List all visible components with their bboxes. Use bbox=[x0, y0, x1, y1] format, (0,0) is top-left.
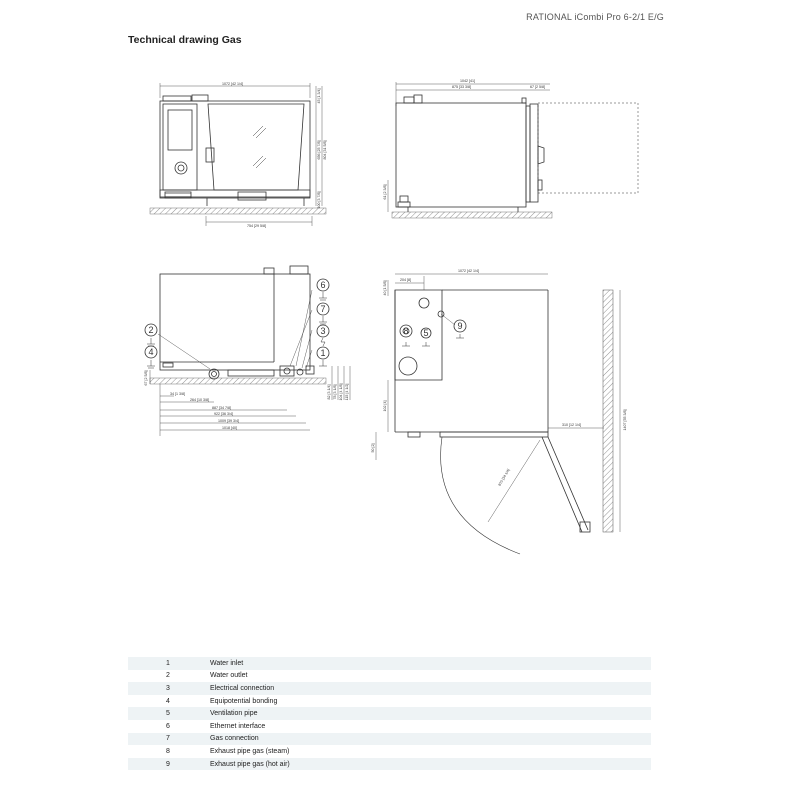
dim-rear-w3: 887 [34 7/8] bbox=[212, 406, 231, 410]
legend-label: Electrical connection bbox=[208, 682, 651, 695]
marker-9: 9 bbox=[457, 321, 462, 331]
dim-side-rear: 67 [2 5/8] bbox=[530, 85, 545, 89]
dim-rear-v3: 104 [4 1/8] bbox=[339, 384, 343, 401]
marker-7: 7 bbox=[320, 304, 325, 314]
marker-5: 5 bbox=[423, 328, 428, 338]
marker-2: 2 bbox=[148, 325, 153, 335]
dim-front-h2: 804 [31 5/8] bbox=[323, 141, 327, 160]
marker-4: 4 bbox=[148, 347, 153, 357]
legend-row: 2 Water outlet bbox=[128, 670, 651, 683]
legend-number: 5 bbox=[128, 707, 208, 720]
dim-rear-h1: 67 [2 5/8] bbox=[144, 371, 148, 386]
dim-front-width: 1072 [42 1/4] bbox=[222, 82, 243, 86]
legend-label: Water outlet bbox=[210, 672, 248, 680]
dim-plan-right-clear: 310 [12 1/4] bbox=[562, 423, 581, 427]
legend-label: Exhaust pipe gas (steam) bbox=[210, 747, 290, 755]
legend-row: 6 Ethernet interface bbox=[128, 720, 651, 733]
dim-side-depth: 875 [33 3/8] bbox=[452, 85, 471, 89]
marker-6: 6 bbox=[320, 280, 325, 290]
legend-number: 8 bbox=[166, 747, 170, 755]
page-title: Technical drawing Gas bbox=[128, 34, 242, 46]
dim-plan-left-h: 102 [4] bbox=[383, 401, 387, 412]
marker-3: 3 bbox=[320, 326, 325, 336]
dim-side-foot: 61 [2 3/8] bbox=[383, 185, 387, 200]
dim-rear-w1: 34 [1 3/8] bbox=[170, 392, 185, 396]
front-view: 1072 [42 1/4] 754 [29 5/8] bbox=[149, 82, 327, 228]
dim-rear-v2: 78 [3 1/8] bbox=[333, 385, 337, 400]
product-name: RATIONAL iCombi Pro 6-2/1 E/G bbox=[526, 12, 664, 22]
dim-rear-w4: 922 [36 3/4] bbox=[214, 412, 233, 416]
legend-label: Exhaust pipe gas (hot air) bbox=[208, 757, 651, 771]
legend-number: 4 bbox=[166, 697, 170, 705]
legend-label: Equipotential bonding bbox=[210, 697, 278, 705]
legend-label: Ethernet interface bbox=[210, 722, 266, 730]
dim-rear-w6: 1018 [40] bbox=[222, 426, 237, 430]
legend-number: 1 bbox=[128, 657, 208, 670]
legend-label: Gas connection bbox=[208, 732, 651, 746]
legend-number: 7 bbox=[128, 732, 208, 746]
rear-markers: 2 4 6 7 3 1 bbox=[148, 280, 325, 358]
legend-number: 9 bbox=[128, 757, 208, 771]
legend-row: 8 Exhaust pipe gas (steam) bbox=[128, 745, 651, 758]
legend-row: 4 Equipotential bonding bbox=[128, 695, 651, 708]
dim-rear-w2: 264 [10 3/8] bbox=[190, 398, 209, 402]
legend-label: Ventilation pipe bbox=[208, 707, 651, 720]
plan-markers: 8 5 9 bbox=[403, 321, 462, 338]
marker-1: 1 bbox=[320, 348, 325, 358]
legend-label: Water inlet bbox=[208, 657, 651, 670]
dim-front-top: 45 [1 3/4] bbox=[317, 89, 321, 104]
legend-number: 6 bbox=[166, 722, 170, 730]
dim-front-bottom: 100 [3 7/8] bbox=[317, 192, 321, 209]
legend-number: 2 bbox=[166, 672, 170, 680]
dim-plan-top-left: 204 [8] bbox=[400, 278, 411, 282]
marker-8: 8 bbox=[403, 326, 408, 336]
dim-plan-width: 1072 [42 1/4] bbox=[458, 269, 479, 273]
dim-rear-w5: 1009 [39 3/4] bbox=[218, 419, 239, 423]
dim-plan-top-h: 40 [1 5/8] bbox=[383, 281, 387, 296]
dim-rear-v4: 115 [4 1/2] bbox=[345, 384, 349, 401]
dim-plan-door-swing: 870 [34 1/4] bbox=[498, 468, 511, 486]
dim-front-h1: 656 [25 7/8] bbox=[317, 141, 321, 160]
side-view: 1042 [41] 875 [33 3/8] 67 [2 5/8] 61 [2 … bbox=[383, 79, 639, 219]
plan-view: 1072 [42 1/4] 204 [8] 40 [1 5/8] 102 [4]… bbox=[371, 269, 627, 555]
dim-side-total: 1042 [41] bbox=[460, 79, 475, 83]
dim-plan-bottom: 50 [2] bbox=[371, 444, 375, 453]
dim-plan-wall: 1407 [55 3/8] bbox=[623, 410, 627, 431]
dim-rear-v1: 82 [3 1/4] bbox=[327, 385, 331, 400]
legend-number: 3 bbox=[128, 682, 208, 695]
dim-front-base: 754 [29 5/8] bbox=[247, 224, 266, 228]
rear-view: 34 [1 3/8] 264 [10 3/8] 887 [34 7/8] 922… bbox=[144, 265, 351, 436]
